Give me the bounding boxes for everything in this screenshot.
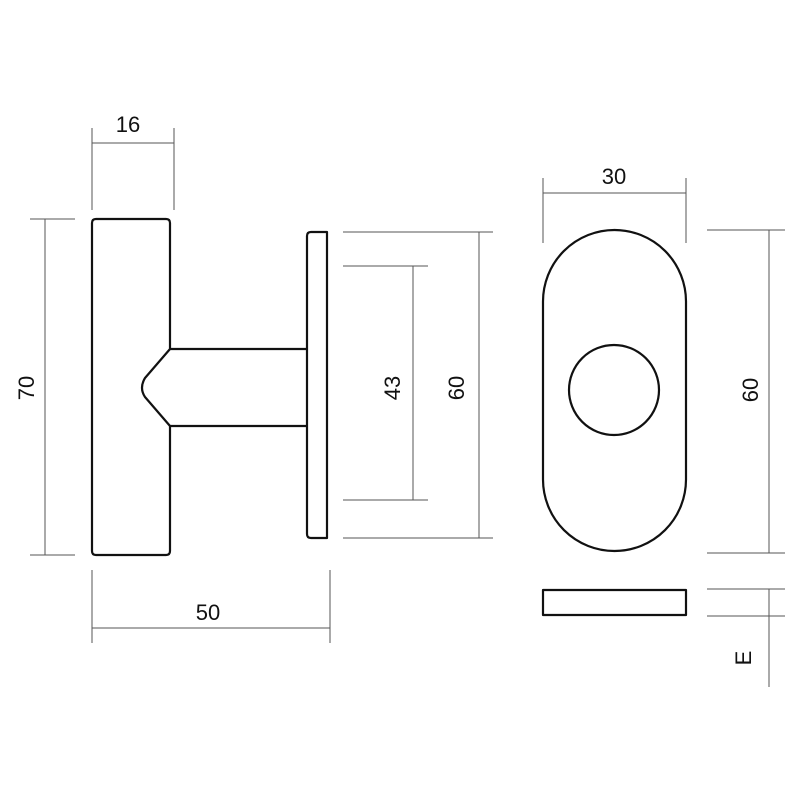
rose-hole [567, 343, 661, 437]
dim-label-50: 50 [196, 600, 220, 625]
dimension-43: 43 [343, 265, 428, 501]
dim-label-60-front: 60 [738, 378, 763, 402]
dimension-60-side: 60 [343, 231, 493, 539]
dim-label-60-side: 60 [444, 376, 469, 400]
dimension-30: 30 [542, 164, 687, 243]
dim-label-30: 30 [602, 164, 626, 189]
front-view-rose [541, 228, 688, 553]
rose-thickness-view [541, 588, 688, 617]
handle-stem [170, 347, 307, 428]
dim-label-70: 70 [14, 376, 39, 400]
dim-label-E: E [731, 651, 756, 666]
dim-label-16: 16 [116, 112, 140, 137]
dimension-E: E [707, 588, 785, 687]
side-view-handle [90, 217, 329, 557]
rose-outline [541, 228, 688, 553]
rose-plate-side [305, 230, 329, 540]
dimension-60-front: 60 [707, 229, 785, 554]
dimension-50: 50 [91, 570, 331, 643]
dimension-70: 70 [14, 218, 75, 556]
dim-label-43: 43 [380, 376, 405, 400]
handle-grip [90, 217, 172, 557]
dimension-16: 16 [91, 112, 175, 210]
